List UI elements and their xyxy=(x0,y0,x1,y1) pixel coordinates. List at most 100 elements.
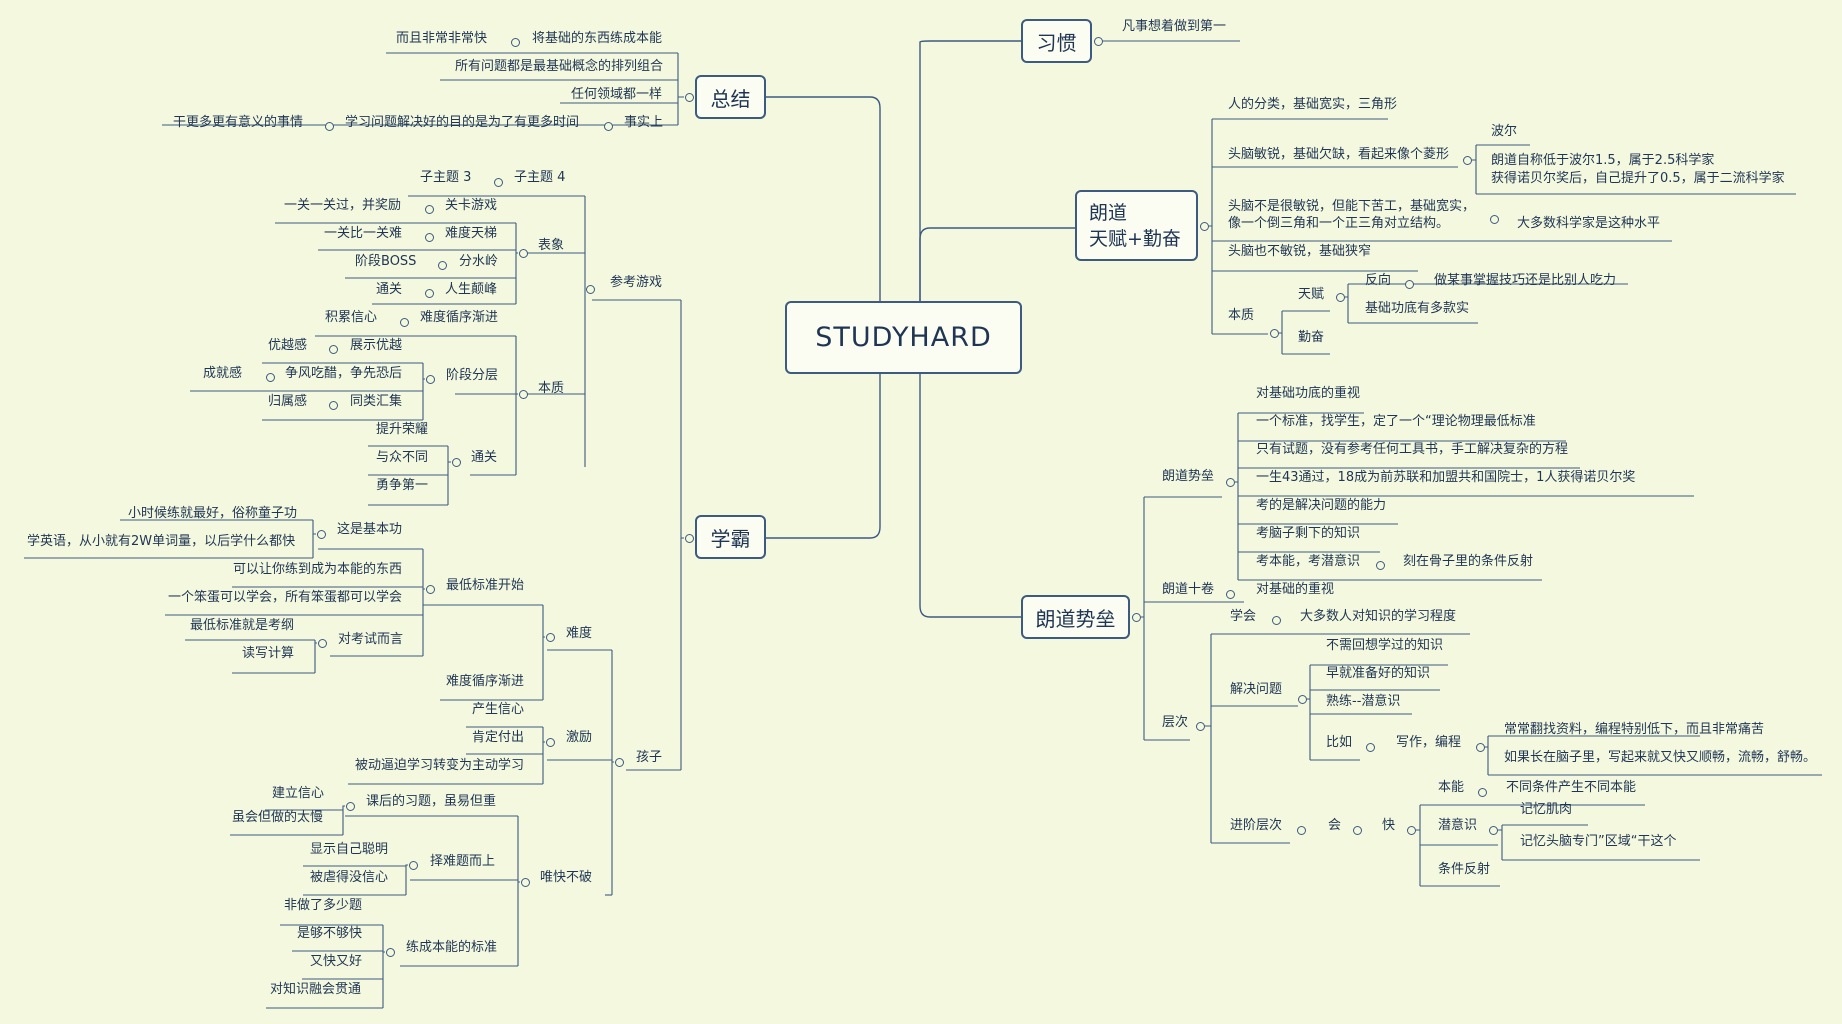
subtopic-label[interactable]: 勇争第一 xyxy=(376,478,429,493)
subtopic-label[interactable]: 一个标准，找学生，定了一个“理论物理最低标准 xyxy=(1256,414,1536,429)
collapse-toggle-icon[interactable] xyxy=(324,121,334,131)
subtopic-label[interactable]: 子主题 3 xyxy=(420,170,472,185)
subtopic-label[interactable]: 基础功底有多款实 xyxy=(1365,301,1470,316)
subtopic-label[interactable]: 而且非常非常快 xyxy=(396,31,488,46)
collapse-toggle-icon[interactable] xyxy=(520,877,530,887)
subtopic-label[interactable]: 课后的习题，虽易但重 xyxy=(366,794,497,809)
subtopic-label[interactable]: 头脑也不敏锐，基础狭窄 xyxy=(1228,244,1372,259)
subtopic-label[interactable]: 潜意识 xyxy=(1438,818,1478,833)
subtopic-label[interactable]: 事实上 xyxy=(624,115,664,130)
collapse-toggle-icon[interactable] xyxy=(345,801,355,811)
subtopic-label[interactable]: 常常翻找资料，编程特别低下，而且非常痛苦 xyxy=(1504,722,1765,737)
collapse-toggle-icon[interactable] xyxy=(451,457,461,467)
collapse-toggle-icon[interactable] xyxy=(1489,214,1499,224)
subtopic-label[interactable]: 所有问题都是最基础概念的排列组合 xyxy=(455,59,664,74)
subtopic-label[interactable]: 这是基本功 xyxy=(337,522,403,537)
subtopic-label[interactable]: 争风吃醋，争先恐后 xyxy=(285,366,403,381)
collapse-toggle-icon[interactable] xyxy=(399,317,409,327)
subtopic-label[interactable]: 勤奋 xyxy=(1298,330,1325,345)
subtopic-label[interactable]: 干更多更有意义的事情 xyxy=(173,115,304,130)
subtopic-label[interactable]: 早就准备好的知识 xyxy=(1326,666,1431,681)
collapse-toggle-icon[interactable] xyxy=(424,204,434,214)
subtopic-label[interactable]: 学习问题解决好的目的是为了有更多时间 xyxy=(345,115,580,130)
subtopic-label[interactable]: 同类汇集 xyxy=(350,394,403,409)
collapse-toggle-icon[interactable] xyxy=(510,37,520,47)
subtopic-label[interactable]: 读写计算 xyxy=(242,646,295,661)
collapse-toggle-icon[interactable] xyxy=(385,947,395,957)
subtopic-label[interactable]: 解决问题 xyxy=(1230,682,1283,697)
subtopic-label[interactable]: 阶段BOSS xyxy=(355,254,417,269)
subtopic-label[interactable]: 波尔 xyxy=(1491,124,1518,139)
subtopic-label[interactable]: 成就感 xyxy=(203,366,243,381)
subtopic-label[interactable]: 一个笨蛋可以学会，所有笨蛋都可以学会 xyxy=(168,590,403,605)
subtopic-label[interactable]: 择难题而上 xyxy=(430,854,496,869)
subtopic-label[interactable]: 学会 xyxy=(1230,609,1257,624)
subtopic-label[interactable]: 肯定付出 xyxy=(472,730,525,745)
collapse-toggle-icon[interactable] xyxy=(585,284,595,294)
subtopic-label[interactable]: 大多数人对知识的学习程度 xyxy=(1300,609,1457,624)
subtopic-label[interactable]: 积累信心 xyxy=(325,310,378,325)
collapse-toggle-icon[interactable] xyxy=(1488,825,1498,835)
subtopic-label[interactable]: 朗道十卷 xyxy=(1162,582,1215,597)
collapse-toggle-icon[interactable] xyxy=(1477,787,1487,797)
subtopic-label[interactable]: 快 xyxy=(1382,818,1396,833)
collapse-toggle-icon[interactable] xyxy=(1462,155,1472,165)
subtopic-label[interactable]: 显示自己聪明 xyxy=(310,842,389,857)
subtopic-label[interactable]: 本能 xyxy=(1438,780,1465,795)
subtopic-label[interactable]: 对知识融会贯通 xyxy=(270,982,362,997)
subtopic-label[interactable]: 难度循序渐进 xyxy=(420,310,499,325)
collapse-toggle-icon[interactable] xyxy=(1297,694,1307,704)
collapse-toggle-icon[interactable] xyxy=(518,248,528,258)
collapse-toggle-icon[interactable] xyxy=(1365,742,1375,752)
subtopic-label[interactable]: 难度循序渐进 xyxy=(446,674,525,689)
subtopic-label[interactable]: 孩子 xyxy=(636,750,663,765)
collapse-toggle-icon[interactable] xyxy=(603,121,613,131)
subtopic-label[interactable]: 非做了多少题 xyxy=(284,898,363,913)
subtopic-label[interactable]: 任何领域都一样 xyxy=(571,87,663,102)
subtopic-label[interactable]: 一生43通过，18成为前苏联和加盟共和国院士，1人获得诺贝尔奖 xyxy=(1256,470,1636,485)
subtopic-label[interactable]: 子主题 4 xyxy=(514,170,566,185)
collapse-toggle-icon[interactable] xyxy=(1199,221,1209,231)
collapse-toggle-icon[interactable] xyxy=(1404,279,1414,289)
collapse-toggle-icon[interactable] xyxy=(437,260,447,270)
subtopic-label[interactable]: 最低标准开始 xyxy=(446,578,525,593)
subtopic-label[interactable]: 难度天梯 xyxy=(445,226,498,241)
collapse-toggle-icon[interactable] xyxy=(1225,477,1235,487)
subtopic-label[interactable]: 小时候练就最好，俗称童子功 xyxy=(128,506,298,521)
subtopic-label[interactable]: 朗道势垒 xyxy=(1162,469,1215,484)
subtopic-label[interactable]: 像一个倒三角和一个正三角对立结构。 xyxy=(1228,216,1450,231)
collapse-toggle-icon[interactable] xyxy=(1225,589,1235,599)
subtopic-label[interactable]: 归属感 xyxy=(268,394,308,409)
subtopic-label[interactable]: 考的是解决问题的能力 xyxy=(1256,498,1387,513)
collapse-toggle-icon[interactable] xyxy=(545,737,555,747)
subtopic-label[interactable]: 对基础功底的重视 xyxy=(1256,386,1361,401)
subtopic-label[interactable]: 记忆头脑专门”区域“干这个 xyxy=(1520,834,1677,849)
subtopic-label[interactable]: 人生颠峰 xyxy=(445,282,498,297)
subtopic-label[interactable]: 考本能，考潜意识 xyxy=(1256,554,1361,569)
subtopic-label[interactable]: 表象 xyxy=(538,238,565,253)
collapse-toggle-icon[interactable] xyxy=(1271,615,1281,625)
collapse-toggle-icon[interactable] xyxy=(425,584,435,594)
subtopic-label[interactable]: 是够不够快 xyxy=(297,926,363,941)
subtopic-label[interactable]: 难度 xyxy=(566,626,593,641)
subtopic-label[interactable]: 学英语，从小就有2W单词量，以后学什么都快 xyxy=(27,534,296,549)
collapse-toggle-icon[interactable] xyxy=(1335,292,1345,302)
subtopic-label[interactable]: 本质 xyxy=(538,381,565,396)
subtopic-label[interactable]: 写作，编程 xyxy=(1396,735,1462,750)
subtopic-label[interactable]: 被动逼迫学习转变为主动学习 xyxy=(355,758,525,773)
subtopic-label[interactable]: 通关 xyxy=(471,450,498,465)
subtopic-label[interactable]: 天赋 xyxy=(1298,287,1325,302)
subtopic-label[interactable]: 提升荣耀 xyxy=(376,422,429,437)
collapse-toggle-icon[interactable] xyxy=(1195,721,1205,731)
collapse-toggle-icon[interactable] xyxy=(1352,825,1362,835)
subtopic-label[interactable]: 对考试而言 xyxy=(338,632,404,647)
collapse-toggle-icon[interactable] xyxy=(424,232,434,242)
subtopic-label[interactable]: 对基础的重视 xyxy=(1256,582,1335,597)
subtopic-label[interactable]: 可以让你练到成为本能的东西 xyxy=(233,562,403,577)
collapse-toggle-icon[interactable] xyxy=(1375,560,1385,570)
subtopic-label[interactable]: 关卡游戏 xyxy=(445,198,498,213)
collapse-toggle-icon[interactable] xyxy=(493,177,503,187)
subtopic-label[interactable]: 阶段分层 xyxy=(446,368,499,383)
collapse-toggle-icon[interactable] xyxy=(684,533,694,543)
collapse-toggle-icon[interactable] xyxy=(316,529,326,539)
